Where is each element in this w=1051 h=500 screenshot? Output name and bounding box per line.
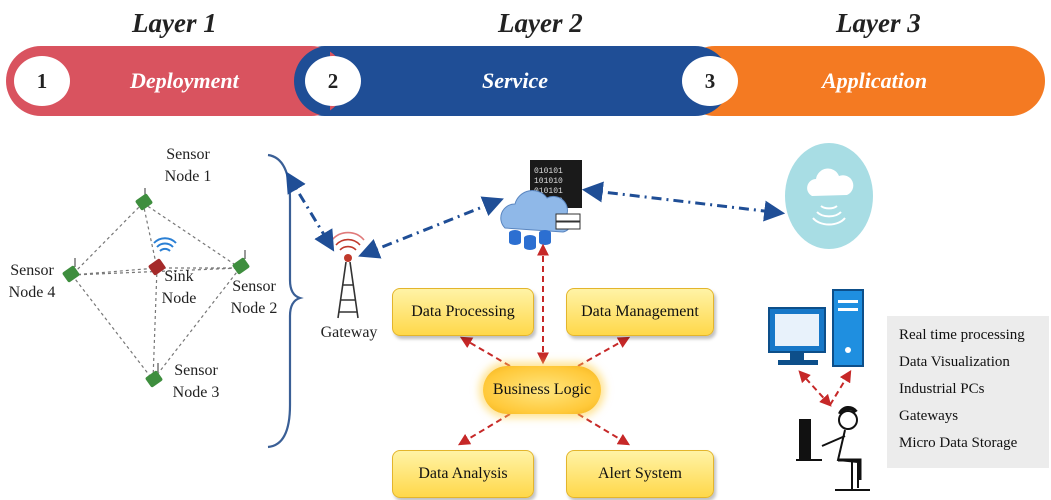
- gateway-label: Gateway: [320, 324, 378, 341]
- brace-gateway-arrow: [285, 171, 335, 252]
- application-item: Real time processing: [899, 327, 1025, 343]
- sensor-node-2-icon: [232, 250, 250, 275]
- application-item: Industrial PCs: [899, 381, 985, 397]
- gateway-cloud-arrow: [358, 196, 504, 259]
- application-item: Data Visualization: [899, 354, 1010, 370]
- layer-2-title: Layer 2: [498, 8, 583, 38]
- logic-alert-arrow: [577, 413, 631, 446]
- application-item: Micro Data Storage: [899, 435, 1018, 451]
- application-band: [680, 46, 1045, 116]
- sensor-node-3-icon: [145, 363, 163, 388]
- deployment-label: Deployment: [130, 68, 239, 93]
- alert-system-box: Alert System: [566, 450, 714, 498]
- data-management-box: Data Management: [566, 288, 714, 336]
- application-item: Gateways: [899, 408, 959, 424]
- svg-text:010101: 010101: [534, 187, 563, 196]
- layer-3-title: Layer 3: [836, 8, 921, 38]
- gateway-tower-icon: [331, 231, 365, 319]
- layer-1-title: Layer 1: [132, 8, 217, 38]
- cloud-application-arrow: [581, 181, 786, 222]
- logic-management-arrow: [577, 336, 631, 367]
- layer-3-number: 3: [682, 56, 738, 106]
- business-logic-node: Business Logic: [483, 366, 601, 414]
- logic-processing-arrow: [459, 336, 511, 367]
- layer-2-number: 2: [305, 56, 361, 106]
- person-tower-arrow: [829, 369, 852, 406]
- person-computer-arrow: [798, 370, 832, 407]
- application-label: Application: [822, 68, 928, 93]
- cloud-server-icon: 010101 101010 010101 101010: [500, 160, 582, 250]
- svg-text:101010: 101010: [534, 177, 563, 186]
- data-processing-box: Data Processing: [392, 288, 534, 336]
- layer-1-number: 1: [14, 56, 70, 106]
- desktop-computer-icon: [768, 289, 864, 367]
- service-label: Service: [482, 68, 548, 93]
- person-at-computer-icon: [796, 406, 870, 491]
- service-band: [290, 46, 730, 116]
- data-analysis-box: Data Analysis: [392, 450, 534, 498]
- svg-text:010101: 010101: [534, 167, 563, 176]
- sensor-node-1-icon: [135, 188, 153, 211]
- cloud-application-icon: [785, 143, 873, 249]
- sink-node-icon: [148, 237, 177, 276]
- sensor-node-4-icon: [62, 258, 80, 283]
- application-capabilities-panel: Real time processing Data Visualization …: [887, 316, 1049, 468]
- logic-analysis-arrow: [457, 413, 511, 446]
